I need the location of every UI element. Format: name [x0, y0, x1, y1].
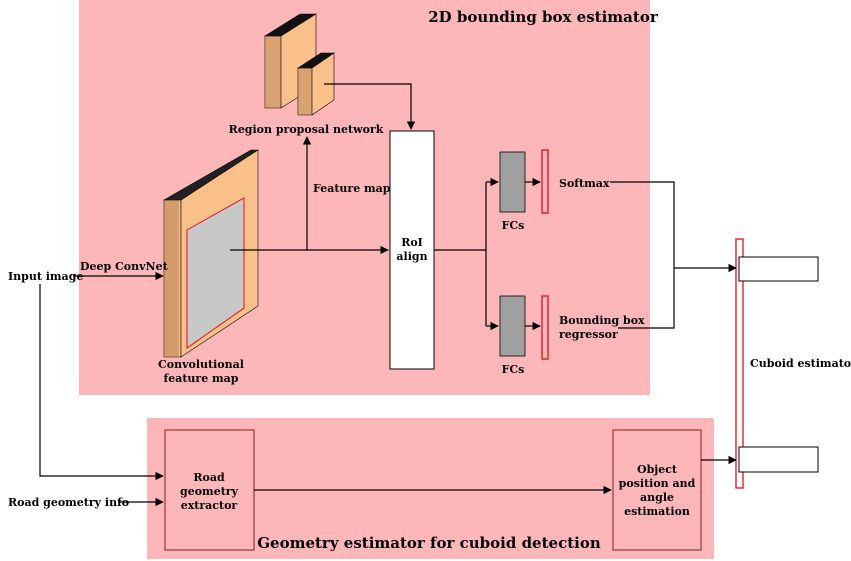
- fc-output-bottom: [541, 295, 549, 360]
- region-proposal-network-label: Region proposal network: [229, 123, 384, 136]
- rpn-stack-small: [296, 52, 335, 116]
- deep-convnet-label: Deep ConvNet: [80, 260, 169, 273]
- object-position-label-1: Object: [637, 463, 678, 476]
- fcs-bottom-label: FCs: [502, 363, 525, 376]
- roi-align-box: [389, 130, 435, 370]
- conv-feature-map-stack: [162, 149, 260, 358]
- input-image-label: Input image: [8, 270, 83, 283]
- bbox-regressor-label-2: regressor: [559, 328, 618, 341]
- cuboid-input-top: [738, 256, 819, 282]
- fc-output-top: [541, 149, 549, 214]
- bbox-estimator-title: 2D bounding box estimator: [428, 8, 659, 26]
- geometry-estimator-title: Geometry estimator for cuboid detection: [257, 534, 601, 552]
- road-geom-extractor-label-2: geometry: [180, 485, 239, 498]
- object-position-label-4: estimation: [624, 505, 690, 518]
- conv-feature-map-label-1: Convolutional: [158, 358, 244, 371]
- geometry-estimator-region: [147, 418, 714, 559]
- fc-block-top: [499, 151, 526, 213]
- roi-region: [186, 197, 245, 349]
- bbox-regressor-label-1: Bounding box: [559, 314, 645, 327]
- road-geom-extractor-label-3: extractor: [181, 499, 238, 512]
- road-geometry-info-label: Road geometry info: [8, 496, 129, 509]
- roi-align-label-1: RoI: [401, 236, 423, 249]
- cuboid-input-bottom: [738, 446, 819, 473]
- feature-map-label: Feature map: [313, 182, 391, 195]
- fc-block-bottom: [499, 295, 526, 357]
- softmax-label: Softmax: [559, 177, 610, 190]
- connectors: [39, 83, 737, 507]
- roi-align-label-2: align: [396, 250, 427, 263]
- cuboid-estimator-bar: [735, 238, 744, 489]
- object-position-label-3: angle: [640, 491, 674, 504]
- conv-feature-map-label-2: feature map: [163, 372, 238, 385]
- road-geom-extractor-label-1: Road: [193, 471, 225, 484]
- cuboid-estimator-label: Cuboid estimator: [750, 357, 851, 370]
- fcs-top-label: FCs: [502, 219, 525, 232]
- object-position-box: [612, 429, 702, 551]
- object-position-label-2: position and: [619, 477, 696, 490]
